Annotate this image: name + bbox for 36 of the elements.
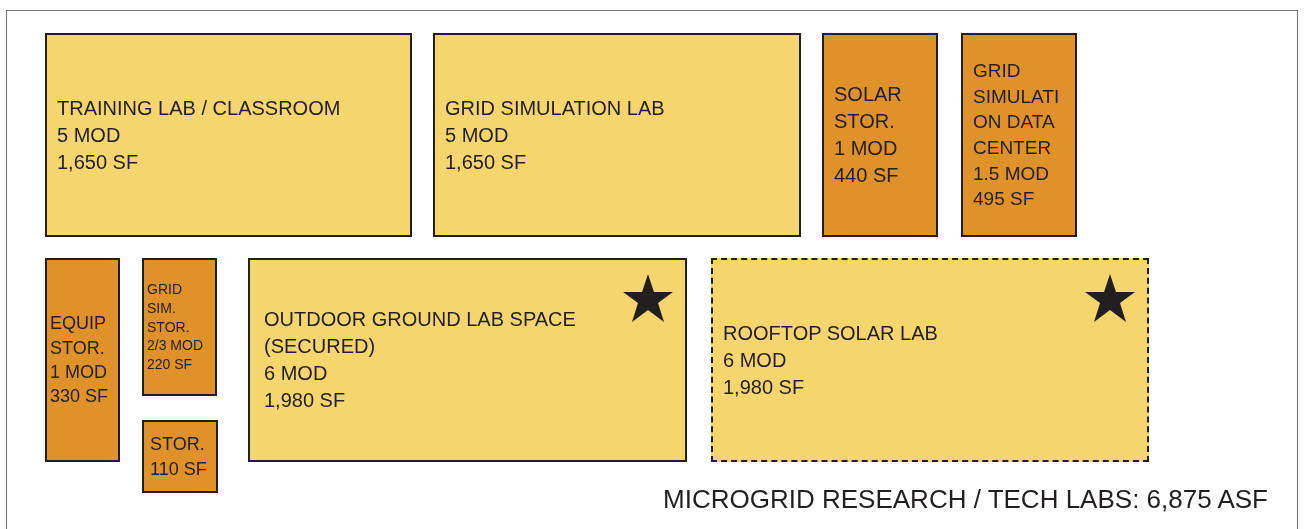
area-label: 1,980 SF [723,374,806,400]
area-label: 1,980 SF [264,388,347,413]
module-count: 5 MOD [445,122,510,148]
area-label: 1,650 SF [445,149,528,175]
room-name: GRID SIM. STOR. [147,279,191,337]
room-block [433,33,801,237]
module-count: 110 SF [150,457,208,481]
room-name: ROOFTOP SOLAR LAB [723,320,939,346]
area-label: 330 SF [50,385,110,409]
area-label: 1,650 SF [57,149,140,175]
module-count: 5 MOD [57,122,122,148]
room-name: EQUIP STOR. [50,312,107,360]
room-name: GRID SIMULATION LAB [445,95,666,121]
module-count: 6 MOD [264,361,329,386]
area-label: 495 SF [973,187,1036,212]
module-count: 1.5 MOD [973,161,1051,186]
module-count: 1 MOD [50,361,108,384]
module-count: 2/3 MOD [147,336,204,356]
room-block [45,258,120,462]
room-block [961,33,1077,237]
room-name: SOLAR STOR. [834,82,903,134]
room-block [711,258,1149,462]
module-count: 6 MOD [723,347,788,373]
module-count: 1 MOD [834,136,899,161]
room-name: STOR. [150,433,206,457]
area-label: 440 SF [834,163,900,188]
room-name: TRAINING LAB / CLASSROOM [57,95,342,121]
room-block [142,420,218,493]
room-block [142,258,217,396]
area-label: 220 SF [147,355,194,375]
room-block [822,33,938,237]
room-block [248,258,687,462]
room-name: OUTDOOR GROUND LAB SPACE (SECURED) [264,307,577,359]
room-name: GRID SIMULATION DATA CENTER [973,59,1061,160]
caption: MICROGRID RESEARCH / TECH LABS: 6,875 ASF [662,484,1268,515]
room-block [45,33,412,237]
